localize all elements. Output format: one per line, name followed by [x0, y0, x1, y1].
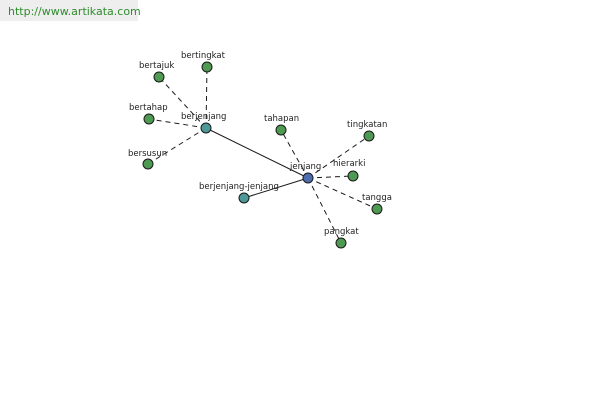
edge-jenjang-tingkatan — [307, 135, 370, 179]
edge-berjenjang-bersusun — [147, 127, 207, 165]
edge-jenjang-tahapan — [280, 129, 309, 179]
node-label-berjenjang[interactable]: berjenjang — [181, 112, 226, 122]
node-label-tahapan[interactable]: tahapan — [264, 114, 299, 124]
edge-jenjang-berjenjang-jenjang — [243, 177, 309, 199]
node-jenjang[interactable] — [302, 172, 314, 184]
node-bertahap[interactable] — [143, 113, 155, 125]
node-label-tingkatan[interactable]: tingkatan — [347, 120, 387, 130]
nodes-layer — [142, 61, 383, 249]
node-berjenjang-jenjang[interactable] — [238, 192, 250, 204]
node-berjenjang[interactable] — [200, 122, 212, 134]
node-label-hierarki[interactable]: hierarki — [333, 159, 365, 169]
node-hierarki[interactable] — [347, 170, 359, 182]
labels-layer: jenjang berjenjang berjenjang-jenjang berti… — [128, 51, 392, 237]
edges-layer — [147, 66, 378, 244]
node-tangga[interactable] — [371, 203, 383, 215]
node-bersusun[interactable] — [142, 158, 154, 170]
edge-berjenjang-bertajuk — [158, 76, 207, 129]
node-pangkat[interactable] — [335, 237, 347, 249]
edge-jenjang-pangkat — [307, 177, 342, 244]
edge-berjenjang-bertingkat — [205, 66, 208, 129]
node-label-berjenjang-jenjang[interactable]: berjenjang-jenjang — [199, 182, 279, 192]
node-bertingkat[interactable] — [201, 61, 213, 73]
node-bertajuk[interactable] — [153, 71, 165, 83]
edge-jenjang-berjenjang — [205, 127, 309, 179]
node-label-jenjang[interactable]: jenjang — [289, 162, 321, 172]
edge-berjenjang-bertahap — [148, 118, 207, 129]
node-label-tangga[interactable]: tangga — [362, 193, 392, 203]
node-label-bersusun[interactable]: bersusun — [128, 149, 167, 159]
source-link[interactable]: http://www.artikata.com — [8, 5, 141, 18]
source-banner: http://www.artikata.com — [0, 0, 141, 21]
node-label-pangkat[interactable]: pangkat — [324, 227, 359, 237]
edge-jenjang-tangga — [307, 177, 378, 210]
node-label-bertingkat[interactable]: bertingkat — [181, 51, 226, 61]
node-label-bertahap[interactable]: bertahap — [129, 103, 168, 113]
node-tahapan[interactable] — [275, 124, 287, 136]
node-label-bertajuk[interactable]: bertajuk — [139, 61, 174, 71]
node-tingkatan[interactable] — [363, 130, 375, 142]
edge-jenjang-hierarki — [307, 175, 354, 179]
